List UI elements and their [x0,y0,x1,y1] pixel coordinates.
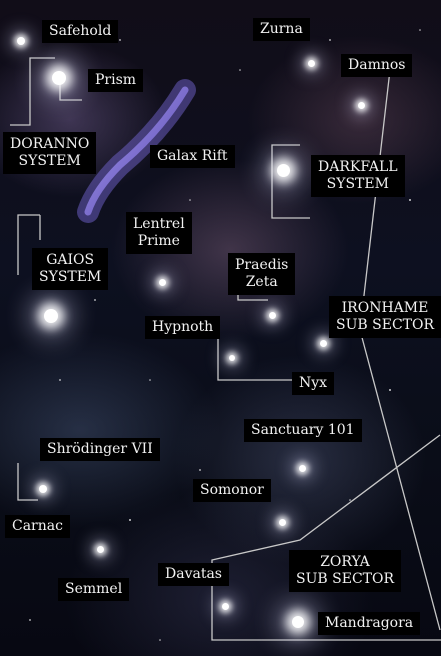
star-darkfall[interactable] [277,164,290,177]
star-praedis-zeta[interactable] [269,312,276,319]
label-praedis-zeta[interactable]: Praedis Zeta [228,253,296,295]
darkfall-line2: SYSTEM [326,176,389,192]
label-davatas[interactable]: Davatas [158,563,229,586]
star-prism[interactable] [52,71,66,85]
star-hypnoth[interactable] [229,355,235,361]
shrodinger-bracket [17,463,38,501]
label-carnac[interactable]: Carnac [5,515,70,538]
label-galax-rift[interactable]: Galax Rift [150,145,235,168]
hypnoth-bracket [217,330,292,381]
label-hypnoth[interactable]: Hypnoth [145,316,221,339]
label-safehold[interactable]: Safehold [42,20,119,43]
star-ironhame[interactable] [320,340,327,347]
zorya-boundary [211,434,441,641]
label-mandragora[interactable]: Mandragora [318,612,421,635]
praedis-line1: Praedis [235,257,289,273]
gaios-bracket [17,214,40,275]
star-sanctuary[interactable] [299,465,306,472]
ironhame-boundary [359,69,441,631]
label-prism[interactable]: Prism [88,69,144,92]
doranno-line1: DORANNO [10,136,90,152]
label-ironhame-sub-sector[interactable]: IRONHAME SUB SECTOR [329,296,441,338]
label-somonor[interactable]: Somonor [193,479,271,502]
gaios-line2: SYSTEM [39,269,102,285]
star-mandragora[interactable] [292,616,304,628]
label-doranno-system[interactable]: DORANNO SYSTEM [3,132,97,174]
star-damnos[interactable] [358,102,365,109]
star-northwest[interactable] [17,37,25,45]
darkfall-bracket [271,144,310,219]
label-semmel[interactable]: Semmel [58,578,130,601]
galax-rift-core [84,86,189,216]
praedis-line2: Zeta [245,274,278,290]
label-damnos[interactable]: Damnos [341,54,413,77]
zorya-line2: SUB SECTOR [296,571,395,587]
ironhame-line2: SUB SECTOR [336,317,435,333]
lentrel-line2: Prime [137,233,180,249]
star-gaios[interactable] [44,309,58,323]
star-davatas[interactable] [222,603,229,610]
label-shrodinger-vii[interactable]: Shrödinger VII [40,438,160,461]
label-nyx[interactable]: Nyx [292,372,335,395]
star-somonor[interactable] [279,519,286,526]
ironhame-line1: IRONHAME [341,300,429,316]
darkfall-line1: DARKFALL [318,159,398,175]
zorya-line1: ZORYA [320,554,370,570]
star-zurna[interactable] [308,60,315,67]
label-zurna[interactable]: Zurna [253,18,310,41]
label-lentrel-prime[interactable]: Lentrel Prime [126,212,192,254]
label-sanctuary-101[interactable]: Sanctuary 101 [244,419,362,442]
label-zorya-sub-sector[interactable]: ZORYA SUB SECTOR [289,550,402,592]
label-darkfall-system[interactable]: DARKFALL SYSTEM [311,155,405,197]
lentrel-line1: Lentrel [133,216,185,232]
doranno-line2: SYSTEM [18,153,81,169]
star-carnac[interactable] [39,485,47,493]
star-lentrel-prime[interactable] [159,279,166,286]
label-gaios-system[interactable]: GAIOS SYSTEM [32,248,109,290]
gaios-line1: GAIOS [46,252,95,268]
star-semmel[interactable] [97,546,104,553]
doranno-bracket [10,57,55,126]
